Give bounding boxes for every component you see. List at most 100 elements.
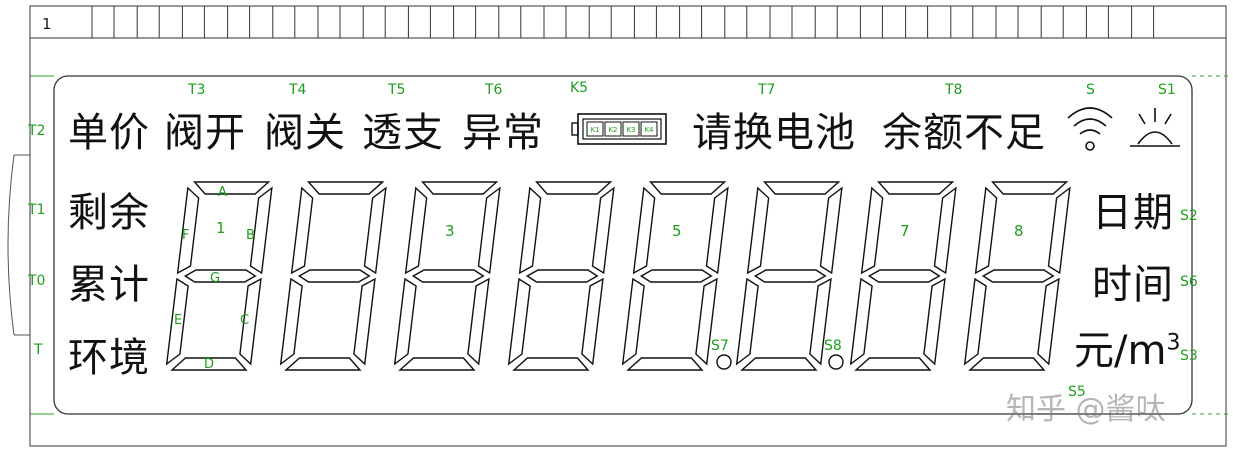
seg-d-label: D xyxy=(204,357,215,372)
tag-s2: S2 xyxy=(1180,208,1198,224)
segment-d xyxy=(854,357,932,371)
segment-b xyxy=(933,186,957,275)
tag-s: S xyxy=(1086,82,1095,98)
pin xyxy=(950,5,974,39)
segment-d xyxy=(398,357,476,371)
pin xyxy=(453,5,477,39)
seven-segment-display xyxy=(165,181,1071,371)
battery-cell-label: K1 xyxy=(590,126,599,134)
decimal-point-s8 xyxy=(828,354,844,370)
segment-a xyxy=(877,181,955,195)
pin xyxy=(633,5,657,39)
tag-s5: S5 xyxy=(1068,384,1086,400)
pin xyxy=(1131,5,1155,39)
label-yichang: 异常 xyxy=(462,110,544,156)
segment-b xyxy=(477,186,501,275)
tag-k5: K5 xyxy=(570,80,589,96)
segment-c xyxy=(353,277,376,366)
pin xyxy=(407,5,431,39)
pin xyxy=(679,5,703,39)
pin xyxy=(91,5,115,39)
tag-t2: T2 xyxy=(28,123,46,139)
segment-c xyxy=(581,277,604,366)
pin xyxy=(362,5,386,39)
battery-cell-label: K2 xyxy=(608,126,617,134)
tag-t4: T4 xyxy=(289,82,307,98)
tag-t7: T7 xyxy=(758,82,776,98)
segment-c xyxy=(1037,277,1060,366)
segment-g xyxy=(867,269,941,283)
segment-g xyxy=(981,269,1055,283)
segment-d xyxy=(284,357,362,371)
tag-t3: T3 xyxy=(188,82,206,98)
pin xyxy=(1040,5,1064,39)
segment-d xyxy=(740,357,818,371)
unit-label: 元/m3 xyxy=(1074,328,1181,374)
segment-a xyxy=(763,181,841,195)
segment-d xyxy=(626,357,704,371)
segment-g xyxy=(297,269,371,283)
pin xyxy=(543,5,567,39)
segment-e xyxy=(393,277,417,366)
pin xyxy=(905,5,929,39)
digit-number-7: 7 xyxy=(900,222,910,240)
segment-c xyxy=(695,277,718,366)
display-window xyxy=(53,75,1193,415)
segment-b xyxy=(363,186,387,275)
segment-a xyxy=(649,181,727,195)
segment-f xyxy=(632,186,656,275)
segment-c xyxy=(239,277,262,366)
seg-b-label: B xyxy=(246,228,255,243)
pin xyxy=(136,5,160,39)
segment-f xyxy=(860,186,884,275)
battery-cell-label: K3 xyxy=(626,126,635,134)
tag-t6: T6 xyxy=(485,82,503,98)
label-famenkai: 阀开 xyxy=(164,110,246,156)
pin xyxy=(588,5,612,39)
segment-c xyxy=(923,277,946,366)
outer-frame xyxy=(29,5,1227,447)
segment-f xyxy=(974,186,998,275)
signal-icon xyxy=(1067,107,1113,151)
pin xyxy=(498,5,522,39)
digit-number-1: 1 xyxy=(216,219,226,237)
segment-f xyxy=(746,186,770,275)
segment-e xyxy=(165,277,189,366)
segment-a xyxy=(307,181,385,195)
battery-cell xyxy=(586,121,604,137)
tag-s8: S8 xyxy=(824,338,842,354)
label-famenguan: 阀关 xyxy=(264,110,346,156)
decimal-point-s7 xyxy=(716,354,732,370)
pin xyxy=(995,5,1019,39)
digit-number-5: 5 xyxy=(672,222,682,240)
seg-c-label: C xyxy=(240,313,250,328)
watermark: 知乎 @酱呔 xyxy=(1006,392,1166,427)
segment-b xyxy=(249,186,273,275)
tag-t8: T8 xyxy=(945,82,963,98)
segment-d xyxy=(968,357,1046,371)
segment-g xyxy=(639,269,713,283)
battery-cell-label: K4 xyxy=(644,126,654,134)
segment-a xyxy=(991,181,1069,195)
pin xyxy=(724,5,748,39)
segment-b xyxy=(1047,186,1071,275)
label-riqi: 日期 xyxy=(1092,190,1174,236)
tag-t1: T1 xyxy=(28,202,46,218)
label-shijian: 时间 xyxy=(1092,262,1174,308)
pin xyxy=(814,5,838,39)
pin xyxy=(181,5,205,39)
segment-g xyxy=(183,269,257,283)
pin xyxy=(272,5,296,39)
pin xyxy=(769,5,793,39)
left-bracket xyxy=(7,154,30,336)
tag-s7: S7 xyxy=(711,338,729,354)
segment-f xyxy=(176,186,200,275)
segment-e xyxy=(621,277,645,366)
label-yuebuzu: 余额不足 xyxy=(882,110,1046,156)
pin-row xyxy=(91,5,1155,39)
segment-f xyxy=(518,186,542,275)
segment-e xyxy=(507,277,531,366)
sun-icon xyxy=(1130,108,1180,147)
segment-b xyxy=(705,186,729,275)
